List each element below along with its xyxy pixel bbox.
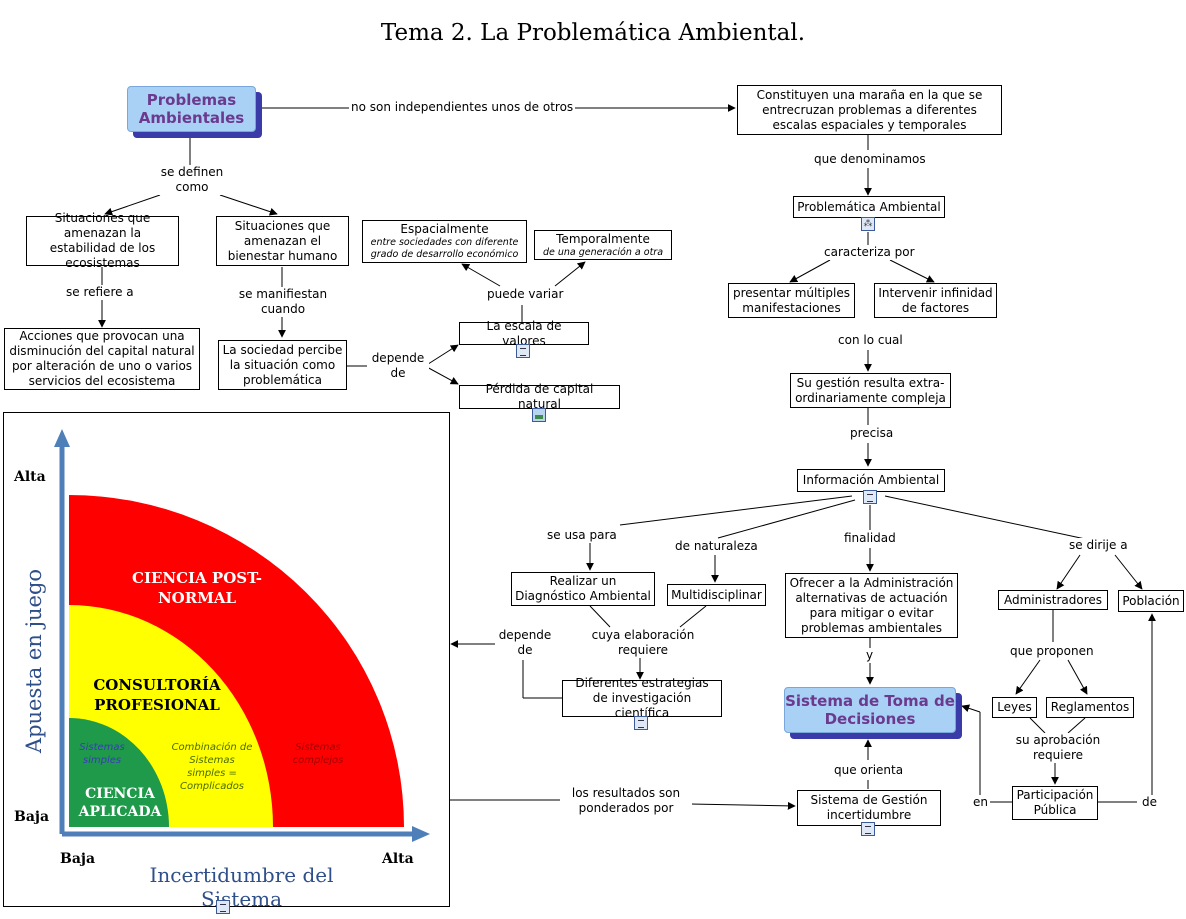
temporalmente-detail: de una generación a otra	[542, 246, 664, 258]
node-gestion-compleja[interactable]: Su gestión resulta extra-ordinariamente …	[790, 373, 951, 408]
node-problematica-ambiental[interactable]: Problemática Ambiental	[793, 196, 945, 218]
document-icon[interactable]	[634, 716, 648, 730]
y-axis-arrow	[54, 429, 70, 447]
link-label-depende-de: depende de	[495, 628, 555, 658]
document-icon[interactable]	[861, 822, 875, 836]
node-multidisciplinar[interactable]: Multidisciplinar	[667, 584, 766, 606]
link-label-que-denominamos: que denominamos	[812, 152, 928, 167]
document-icon[interactable]	[216, 900, 230, 914]
link-label-se-manifiestan: se manifiestan cuando	[233, 287, 333, 317]
y-axis-label: Apuesta en juego	[22, 568, 46, 754]
link-label-en: en	[971, 795, 990, 810]
sistemas-simples-note: Sistemas simples	[79, 742, 125, 766]
aplicada-label: CIENCIA APLICADA	[78, 786, 162, 820]
link-label-cuya-elaboracion: cuya elaboración requiere	[586, 628, 700, 658]
link-label-se-usa-para: se usa para	[545, 528, 619, 543]
node-sistema-toma-decisiones[interactable]: Sistema de Toma de Decisiones	[784, 687, 956, 733]
node-bienestar[interactable]: Situaciones que amenazan el bienestar hu…	[216, 216, 349, 266]
node-gestion-incertidumbre[interactable]: Sistema de Gestión incertidumbre	[797, 790, 941, 826]
y-axis-low-label: Baja	[14, 809, 50, 825]
document-icon[interactable]	[516, 344, 530, 358]
link-label-que-orienta: que orienta	[832, 763, 906, 778]
post-normal-label: CIENCIA POST-NORMAL	[132, 569, 262, 607]
node-espacialmente[interactable]: Espacialmente entre sociedades con difer…	[362, 220, 527, 263]
link-label-se-dirije: se dirije a	[1067, 538, 1130, 553]
node-escala-valores[interactable]: La escala de valores	[459, 319, 589, 348]
link-label-y: y	[864, 648, 876, 663]
link-label-finalidad: finalidad	[842, 531, 898, 546]
combinacion-note: Combinación de Sistemas simples = Compli…	[171, 742, 253, 792]
node-maranya[interactable]: Constituyen una maraña en la que se entr…	[737, 85, 1002, 135]
document-icon[interactable]	[863, 490, 877, 504]
link-label-se-refiere: se refiere a	[64, 285, 136, 300]
image-icon[interactable]	[532, 408, 546, 422]
temporalmente-label: Temporalmente	[556, 231, 650, 246]
link-label-con-lo-cual: con lo cual	[836, 333, 905, 348]
x-axis-high-label: Alta	[382, 851, 414, 867]
network-icon[interactable]: ⁂	[861, 217, 875, 231]
x-axis-arrow	[412, 826, 430, 842]
node-leyes[interactable]: Leyes	[992, 697, 1037, 718]
node-participacion-publica[interactable]: Participación Pública	[1012, 786, 1098, 820]
node-problemas-ambientales[interactable]: Problemas Ambientales	[127, 86, 256, 132]
node-administradores[interactable]: Administradores	[998, 590, 1108, 610]
sistemas-complejos-note: Sistemas complejos	[292, 742, 344, 766]
link-label-precisa: precisa	[848, 426, 896, 441]
quadrant-graphic	[54, 429, 430, 842]
link-label-resultados: los resultados son ponderados por	[560, 786, 692, 816]
consultoria-label: CONSULTORÍA PROFESIONAL	[93, 676, 221, 714]
node-informacion-ambiental[interactable]: Información Ambiental	[797, 469, 945, 492]
node-sociedad-percibe[interactable]: La sociedad percibe la situación como pr…	[218, 340, 347, 390]
link-label-depende: depende de	[367, 351, 429, 381]
node-temporalmente[interactable]: Temporalmente de una generación a otra	[534, 230, 672, 260]
node-intervenir-factores[interactable]: Intervenir infinidad de factores	[874, 283, 997, 318]
node-poblacion[interactable]: Población	[1118, 590, 1184, 612]
link-label-su-aprobacion: su aprobación requiere	[1010, 733, 1106, 763]
espacialmente-detail: entre sociedades con diferente grado de …	[370, 237, 519, 260]
espacialmente-label: Espacialmente	[400, 222, 489, 236]
post-normal-science-diagram: Apuesta en juego Incertidumbre del Siste…	[3, 412, 450, 911]
node-diagnostico[interactable]: Realizar un Diagnóstico Ambiental	[511, 572, 655, 606]
link-label-se-definen: se definen como	[158, 165, 226, 195]
aplicada-arc	[69, 718, 169, 827]
link-label-no-independientes: no son independientes unos de otros	[349, 100, 576, 115]
node-estabilidad[interactable]: Situaciones que amenazan la estabilidad …	[26, 211, 179, 270]
page-title: Tema 2. La Problemática Ambiental.	[380, 20, 806, 46]
link-label-puede-variar: puede variar	[485, 287, 566, 302]
node-estrategias[interactable]: Diferentes estrategias de investigación …	[562, 676, 722, 720]
node-ofrecer-alternativas[interactable]: Ofrecer a la Administración alternativas…	[785, 573, 958, 638]
x-axis-low-label: Baja	[60, 851, 96, 867]
node-perdida-capital[interactable]: Pérdida de capital natural	[459, 382, 620, 411]
node-presentar-multiples[interactable]: presentar múltiples manifestaciones	[728, 283, 855, 318]
link-label-de: de	[1140, 795, 1159, 810]
y-axis-high-label: Alta	[14, 469, 46, 485]
link-label-naturaleza: de naturaleza	[673, 539, 760, 554]
link-label-que-proponen: que proponen	[1008, 644, 1096, 659]
x-axis-label: Incertidumbre del Sistema	[149, 863, 334, 911]
link-label-caracteriza: caracteriza por	[822, 245, 917, 260]
node-acciones[interactable]: Acciones que provocan una disminución de…	[4, 328, 200, 390]
node-reglamentos[interactable]: Reglamentos	[1046, 697, 1134, 718]
